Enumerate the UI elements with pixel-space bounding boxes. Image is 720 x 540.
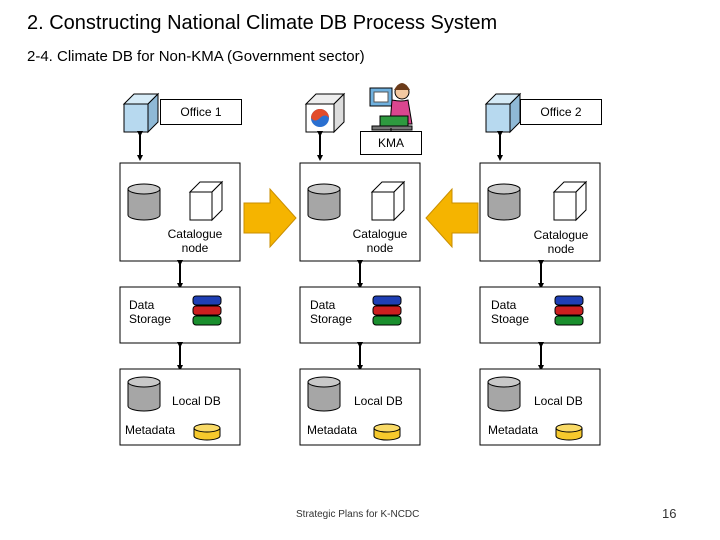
kma-local-db-icon bbox=[307, 376, 341, 412]
office1-storage-label: Data Storage bbox=[129, 298, 172, 326]
office2-catalogue-db-icon bbox=[487, 183, 521, 221]
office1-catalogue-node-icon bbox=[188, 180, 224, 222]
office2-catalogue-label: Catalogue node bbox=[533, 228, 589, 256]
page-subtitle: 2-4. Climate DB for Non-KMA (Government … bbox=[27, 48, 365, 65]
office1-localdb-label: Local DB bbox=[172, 394, 221, 408]
kma-catalogue-node-icon bbox=[370, 180, 406, 222]
office1-storage-stack-icon bbox=[192, 295, 222, 326]
office1-catalogue-db-icon bbox=[127, 183, 161, 221]
office2-storage-label: Data Stoage bbox=[491, 298, 530, 326]
office1-label: Office 1 bbox=[160, 99, 242, 125]
office2-storage-stack-icon bbox=[554, 295, 584, 326]
office1-computer-icon bbox=[122, 92, 160, 134]
office2-local-db-icon bbox=[487, 376, 521, 412]
office2-localdb-label: Local DB bbox=[534, 394, 583, 408]
kma-metadata-label: Metadata bbox=[307, 423, 358, 437]
kma-catalogue-db-icon bbox=[307, 183, 341, 221]
office1-metadata-label: Metadata bbox=[125, 423, 176, 437]
kma-localdb-label: Local DB bbox=[354, 394, 403, 408]
page-number: 16 bbox=[662, 506, 677, 521]
kma-storage-stack-icon bbox=[372, 295, 402, 326]
office2-label: Office 2 bbox=[520, 99, 602, 125]
kma-label: KMA bbox=[360, 131, 422, 155]
office1-local-db-icon bbox=[127, 376, 161, 412]
office2-catalogue-node-icon bbox=[552, 180, 588, 222]
office2-column bbox=[479, 92, 601, 446]
footer-text: Strategic Plans for K-NCDC bbox=[296, 509, 420, 520]
office1-catalogue-label: Catalogue node bbox=[167, 227, 223, 255]
page-title: 2. Constructing National Climate DB Proc… bbox=[27, 12, 498, 34]
office1-column bbox=[119, 92, 241, 446]
kma-metadata-icon bbox=[373, 423, 401, 441]
kma-operator-icon bbox=[369, 83, 413, 131]
office2-to-kma-arrow bbox=[425, 187, 479, 249]
kma-computer-icon bbox=[304, 92, 346, 134]
kma-catalogue-label: Catalogue node bbox=[352, 227, 408, 255]
kma-column bbox=[299, 83, 421, 446]
office2-metadata-label: Metadata bbox=[488, 423, 539, 437]
kma-storage-label: Data Storage bbox=[310, 298, 353, 326]
office1-to-kma-arrow bbox=[243, 187, 297, 249]
office2-metadata-icon bbox=[555, 423, 583, 441]
office1-metadata-icon bbox=[193, 423, 221, 441]
office2-computer-icon bbox=[484, 92, 522, 134]
